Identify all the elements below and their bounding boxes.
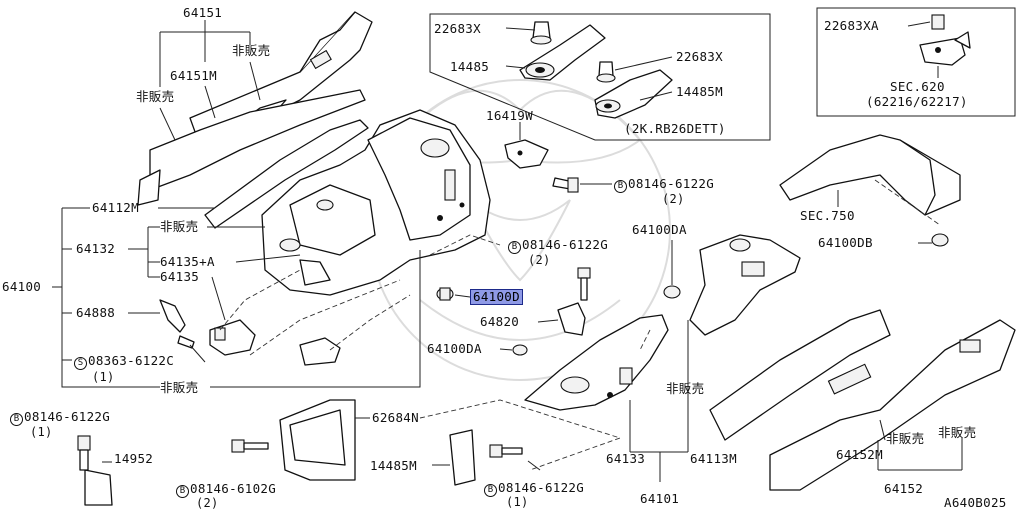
callout-64135: 64135 bbox=[160, 269, 200, 284]
bolt-symbol-icon: B bbox=[10, 413, 23, 426]
rail-64151M bbox=[137, 89, 366, 206]
callout-64101: 64101 bbox=[640, 491, 680, 506]
callout-14485M-top: 14485M bbox=[676, 84, 723, 99]
callout-sec620-refs: (62216/62217) bbox=[866, 94, 968, 109]
callout-not-for-sale-5: 非販売 bbox=[666, 381, 705, 396]
callout-64820: 64820 bbox=[480, 314, 520, 329]
callout-engine-note: (2K.RB26DETT) bbox=[624, 121, 726, 136]
clip-64100DA-top bbox=[663, 285, 681, 299]
callout-64113M: 64113M bbox=[690, 451, 737, 466]
callout-22683X-a: 22683X bbox=[434, 21, 481, 36]
callout-not-for-sale-2: 非販売 bbox=[136, 89, 175, 104]
callout-64133: 64133 bbox=[606, 451, 646, 466]
stud-22683X-b bbox=[596, 61, 616, 83]
callout-08146-6122G-a-text: 08146-6122G bbox=[628, 176, 715, 191]
callout-64100: 64100 bbox=[2, 279, 42, 294]
callout-64100DA-top: 64100DA bbox=[632, 222, 687, 237]
callout-64152M: 64152M bbox=[836, 447, 883, 462]
member-64133 bbox=[524, 314, 669, 411]
bolt-symbol-icon: B bbox=[176, 485, 189, 498]
callout-14485: 14485 bbox=[450, 59, 490, 74]
callout-08363-6122C-text: 08363-6122C bbox=[88, 353, 175, 368]
callout-not-for-sale-7: 非販売 bbox=[938, 425, 977, 440]
bracket-64135 bbox=[209, 319, 256, 356]
sec620-box bbox=[816, 7, 1016, 117]
callout-64100D-highlighted[interactable]: 64100D bbox=[470, 289, 523, 305]
bolt-08146-d bbox=[489, 444, 523, 458]
callout-64100DB: 64100DB bbox=[818, 235, 873, 250]
callout-64151: 64151 bbox=[183, 5, 223, 20]
callout-64888: 64888 bbox=[76, 305, 116, 320]
mount-14485 bbox=[519, 24, 606, 81]
bolt-08146-b bbox=[577, 267, 591, 301]
stud-22683X-a bbox=[530, 21, 552, 45]
callout-qty-a: (2) bbox=[662, 192, 685, 206]
callout-not-for-sale-1: 非販売 bbox=[232, 43, 271, 58]
bolt-08146-6102G bbox=[231, 439, 269, 453]
callout-64112M: 64112M bbox=[92, 200, 139, 215]
callout-qty-d: (2) bbox=[196, 496, 219, 510]
callout-not-for-sale-4: 非販売 bbox=[160, 380, 199, 395]
engine-option-box bbox=[429, 13, 771, 141]
frame-sec750 bbox=[779, 134, 961, 247]
bracket-64888 bbox=[159, 299, 186, 333]
bracket-14952 bbox=[77, 435, 113, 506]
callout-64135-plus-a: 64135+A bbox=[160, 254, 215, 269]
bracket-64820 bbox=[557, 302, 586, 336]
rail-64152M bbox=[709, 309, 891, 441]
callout-14952: 14952 bbox=[114, 451, 154, 466]
callout-not-for-sale-3: 非販売 bbox=[160, 219, 199, 234]
bracket-sec620 bbox=[919, 14, 971, 66]
bolt-symbol-icon: B bbox=[508, 241, 521, 254]
callout-08146-6122G-b-text: 08146-6122G bbox=[522, 237, 609, 252]
callout-22683X-b: 22683X bbox=[676, 49, 723, 64]
callout-sec750: SEC.750 bbox=[800, 208, 855, 223]
callout-qty-b: (2) bbox=[528, 253, 551, 267]
callout-not-for-sale-6: 非販売 bbox=[886, 431, 925, 446]
clip-64100D bbox=[436, 287, 454, 301]
rail-64112M bbox=[204, 119, 369, 229]
callout-62684N: 62684N bbox=[372, 410, 419, 425]
apron-right-upper bbox=[689, 234, 801, 336]
bracket-16419W bbox=[504, 139, 549, 169]
clip-64100DA-left bbox=[512, 344, 528, 356]
bolt-symbol-icon: B bbox=[484, 484, 497, 497]
callout-22683XA: 22683XA bbox=[824, 18, 879, 33]
gusset-62684N bbox=[279, 399, 356, 481]
mount-14485M bbox=[594, 69, 673, 119]
diagram-code: A640B025 bbox=[944, 495, 1007, 510]
bracket-14485M-bottom bbox=[449, 429, 476, 486]
bolt-08146-a bbox=[552, 177, 579, 193]
callout-64152: 64152 bbox=[884, 481, 924, 496]
callout-64100DA-left: 64100DA bbox=[427, 341, 482, 356]
screw-symbol-icon: S bbox=[74, 357, 87, 370]
callout-08146-6102G-text: 08146-6102G bbox=[190, 481, 277, 496]
callout-qty-e: (1) bbox=[506, 495, 529, 509]
bolt-symbol-icon: B bbox=[614, 180, 627, 193]
callout-08363-qty: (1) bbox=[92, 370, 115, 384]
callout-08146-6122G-c-text: 08146-6122G bbox=[24, 409, 111, 424]
callout-64132: 64132 bbox=[76, 241, 116, 256]
callout-64151M: 64151M bbox=[170, 68, 217, 83]
callout-16419W: 16419W bbox=[486, 108, 533, 123]
callout-14485M-bottom: 14485M bbox=[370, 458, 417, 473]
callout-qty-c: (1) bbox=[30, 425, 53, 439]
bracket-small-left bbox=[299, 337, 341, 366]
apron-64100 bbox=[261, 109, 491, 296]
callout-08146-6122G-d-text: 08146-6122G bbox=[498, 480, 585, 495]
callout-sec620: SEC.620 bbox=[890, 79, 945, 94]
rail-64152 bbox=[769, 319, 1016, 491]
